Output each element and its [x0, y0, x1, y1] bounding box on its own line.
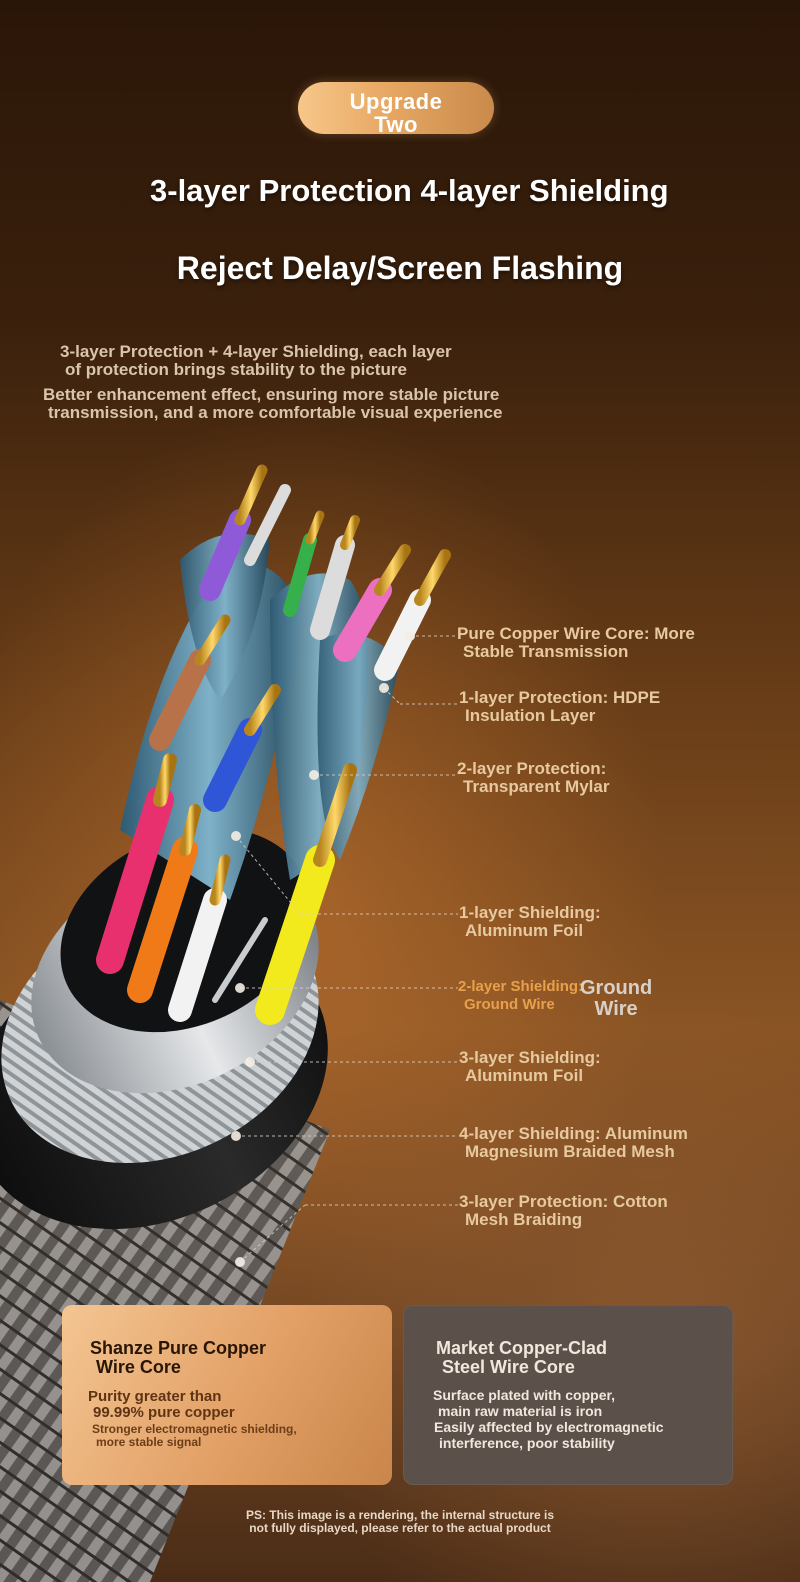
callout-line-2: Aluminum Foil — [465, 1066, 584, 1085]
callout-line-1: 3-layer Shielding: — [459, 1048, 601, 1067]
comparison-card-copper-clad-steel: Market Copper-Clad Steel Wire Core Surfa… — [403, 1305, 733, 1485]
intro-p2-line-1: Better enhancement effect, ensuring more… — [43, 385, 500, 404]
callout-line-1: 2-layer Shielding: — [458, 978, 584, 995]
callout-ground-wire: 2-layer Shielding: Ground Wire — [458, 978, 583, 1014]
card-left-title: Shanze Pure Copper Wire Core — [90, 1339, 266, 1377]
ground-wire-overlay-line-2: Wire — [594, 998, 638, 1020]
comparison-card-pure-copper: Shanze Pure Copper Wire Core Purity grea… — [62, 1305, 392, 1485]
disclaimer-line-2: not fully displayed, please refer to the… — [249, 1521, 551, 1535]
callout-braided-mesh: 4-layer Shielding: Aluminum Magnesium Br… — [459, 1125, 688, 1161]
callout-cotton-braiding: 3-layer Protection: Cotton Mesh Braiding — [459, 1193, 668, 1229]
callout-line-1: 1-layer Protection: HDPE — [459, 688, 661, 707]
badge-line-2: Two — [374, 112, 418, 137]
card-right-title: Market Copper-Clad Steel Wire Core — [436, 1339, 607, 1377]
card-left-title-line-2: Wire Core — [96, 1357, 181, 1377]
intro-paragraph-1: 3-layer Protection + 4-layer Shielding, … — [60, 343, 452, 379]
card-right-body1-line-1: Surface plated with copper, — [433, 1387, 616, 1403]
card-left-body1-line-2: 99.99% pure copper — [93, 1404, 235, 1421]
card-left-purity: Purity greater than 99.99% pure copper — [88, 1389, 235, 1421]
upgrade-badge — [298, 82, 494, 134]
callout-line-2: Aluminum Foil — [465, 921, 584, 940]
card-left-body2-line-2: more stable signal — [96, 1435, 202, 1449]
card-right-interference: Easily affected by electromagnetic inter… — [434, 1419, 664, 1451]
callout-line-2: Stable Transmission — [463, 642, 629, 661]
callout-line-1: 3-layer Protection: Cotton — [459, 1192, 668, 1211]
card-right-body1-line-2: main raw material is iron — [438, 1403, 603, 1419]
card-right-body2-line-2: interference, poor stability — [439, 1435, 615, 1451]
callout-hdpe-insulation: 1-layer Protection: HDPE Insulation Laye… — [459, 689, 660, 725]
callout-copper-core: Pure Copper Wire Core: More Stable Trans… — [457, 625, 695, 661]
disclaimer-note: PS: This image is a rendering, the inter… — [0, 1509, 800, 1535]
badge-line-1: Upgrade — [349, 89, 443, 114]
callout-line-2: Insulation Layer — [465, 706, 596, 725]
callout-line-1: 1-layer Shielding: — [459, 903, 601, 922]
callout-line-2: Transparent Mylar — [463, 777, 610, 796]
card-left-shielding: Stronger electromagnetic shielding, more… — [92, 1423, 297, 1449]
card-right-title-line-2: Steel Wire Core — [442, 1357, 575, 1377]
upgrade-badge-label: Upgrade Two — [298, 90, 494, 136]
card-left-title-line-1: Shanze Pure Copper — [90, 1338, 267, 1358]
ground-wire-overlay-label: Ground Wire — [580, 978, 652, 1020]
callout-line-2: Mesh Braiding — [465, 1210, 583, 1229]
intro-p1-line-1: 3-layer Protection + 4-layer Shielding, … — [60, 342, 452, 361]
card-left-body1-line-1: Purity greater than — [88, 1388, 222, 1405]
callout-aluminum-foil-1: 1-layer Shielding: Aluminum Foil — [459, 904, 601, 940]
callout-line-2: Ground Wire — [464, 996, 555, 1013]
callout-line-2: Magnesium Braided Mesh — [465, 1142, 675, 1161]
disclaimer-line-1: PS: This image is a rendering, the inter… — [245, 1508, 555, 1522]
ground-wire-overlay-line-1: Ground — [580, 977, 653, 999]
callout-transparent-mylar: 2-layer Protection: Transparent Mylar — [457, 760, 609, 796]
intro-p2-line-2: transmission, and a more comfortable vis… — [48, 403, 503, 422]
card-right-plating: Surface plated with copper, main raw mat… — [433, 1387, 615, 1419]
card-left-body2-line-1: Stronger electromagnetic shielding, — [92, 1422, 297, 1436]
headline-primary: 3-layer Protection 4-layer Shielding — [150, 173, 669, 208]
headline-secondary: Reject Delay/Screen Flashing — [176, 250, 624, 286]
callout-line-1: 4-layer Shielding: Aluminum — [459, 1124, 688, 1143]
callout-aluminum-foil-3: 3-layer Shielding: Aluminum Foil — [459, 1049, 601, 1085]
callout-line-1: Pure Copper Wire Core: More — [457, 624, 695, 643]
callout-line-1: 2-layer Protection: — [457, 759, 607, 778]
intro-p1-line-2: of protection brings stability to the pi… — [65, 360, 407, 379]
card-right-body2-line-1: Easily affected by electromagnetic — [434, 1419, 664, 1435]
card-right-title-line-1: Market Copper-Clad — [436, 1338, 608, 1358]
intro-paragraph-2: Better enhancement effect, ensuring more… — [43, 386, 502, 422]
